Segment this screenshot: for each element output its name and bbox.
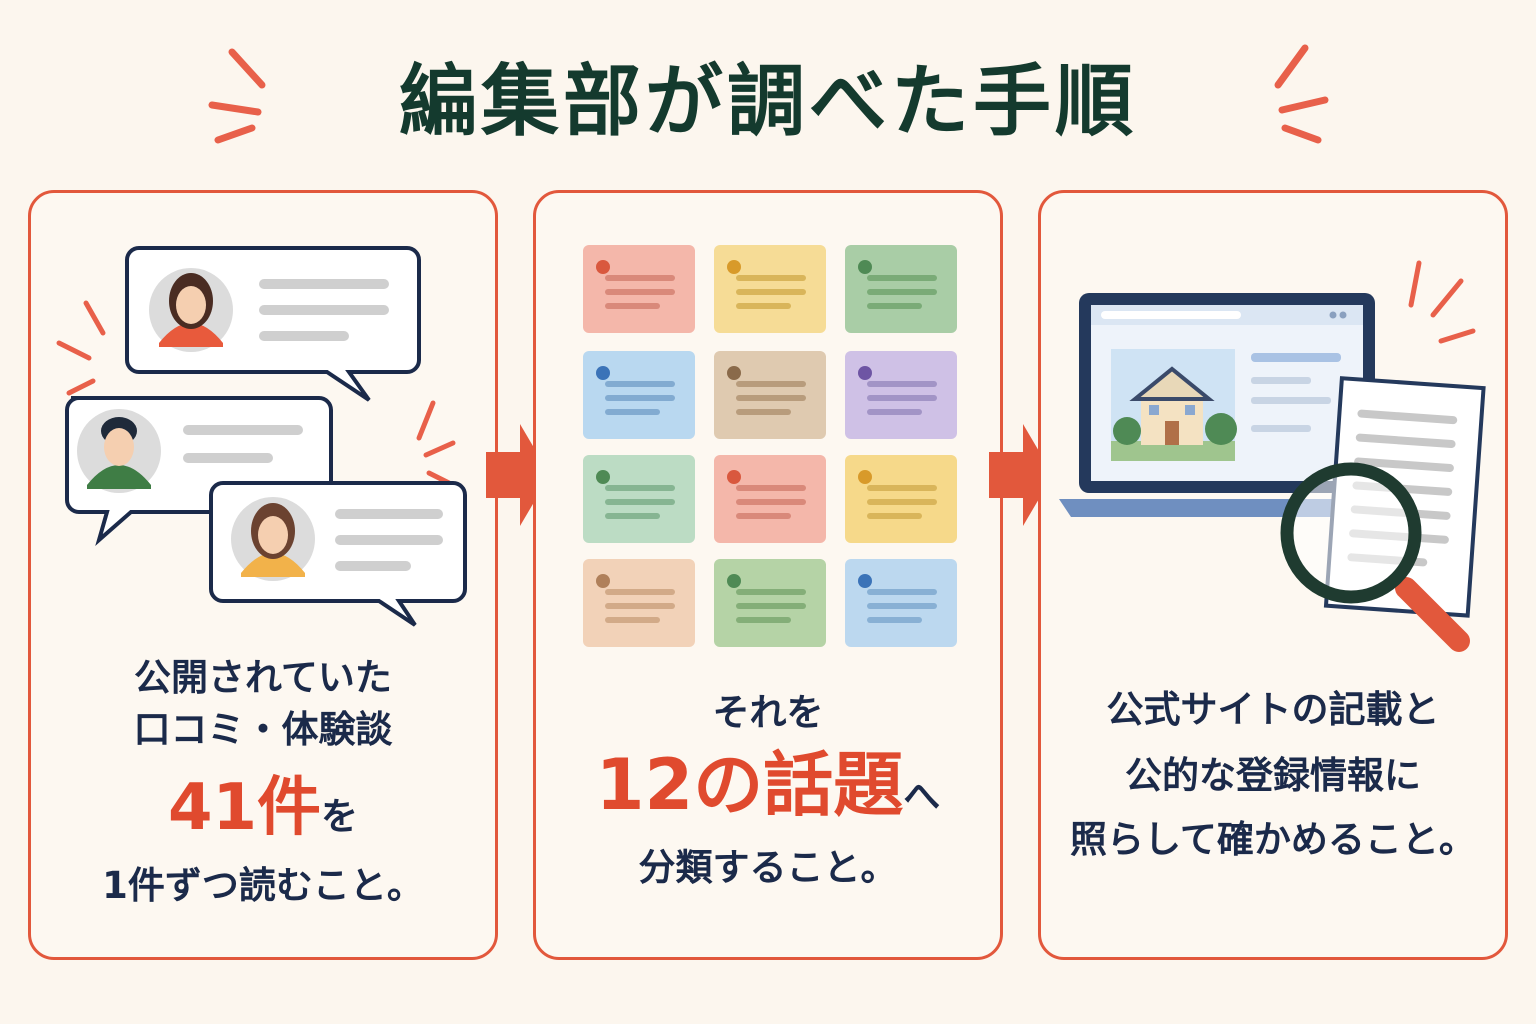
topic-cards-icon — [583, 245, 957, 647]
step3-line3: 照らして確かめること。 — [1070, 818, 1476, 861]
review-count: 41件 — [167, 771, 322, 845]
arrow-right-icon — [989, 424, 1053, 526]
step3-line2: 公的な登録情報に — [1125, 754, 1421, 797]
step-panel-reviews: 公開されていた 口コミ・体験談 41件を 1件ずつ読むこと。 — [28, 190, 498, 960]
step2-topic-line: 12の話題へ — [536, 745, 1000, 837]
step-panel-verification: 公式サイトの記載と 公的な登録情報に 照らして確かめること。 — [1038, 190, 1508, 960]
topic-suffix: へ — [903, 775, 941, 818]
step2-line1: それを — [712, 691, 824, 734]
review-bubbles-icon — [56, 246, 467, 627]
laptop-magnifier-icon — [1059, 260, 1486, 652]
step2-line3: 分類すること。 — [638, 846, 898, 889]
step1-count-line: 41件を — [31, 773, 495, 852]
step-panel-topics: それを 12の話題へ 分類すること。 — [533, 190, 1003, 960]
step1-line1: 公開されていた — [134, 656, 392, 699]
step3-line1: 公式サイトの記載と — [1106, 688, 1440, 731]
step1-line2: 口コミ・体験談 — [133, 708, 393, 751]
title-decoration-icon — [208, 44, 1329, 144]
topic-count: 12の話題 — [595, 744, 904, 826]
review-count-suffix: を — [321, 795, 359, 838]
page-title: 編集部が調べた手順 — [398, 57, 1137, 147]
step1-line4: 1件ずつ読むこと。 — [102, 864, 424, 907]
